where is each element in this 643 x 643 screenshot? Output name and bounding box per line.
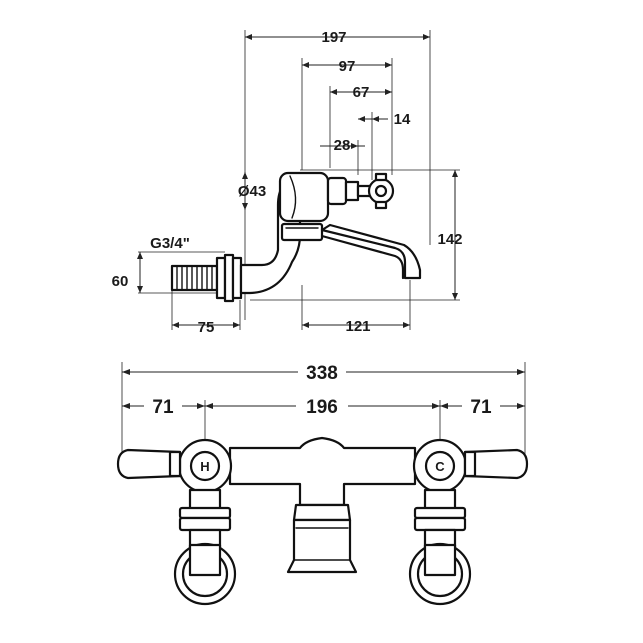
arrow <box>172 322 179 328</box>
handle-lug <box>374 172 388 182</box>
arrow <box>385 89 392 95</box>
valve-body-contour <box>289 175 297 219</box>
front-view: 338 71 196 71 H <box>116 362 529 606</box>
gland-nut <box>344 180 360 202</box>
dim-label-inlet-height: 60 <box>112 273 129 290</box>
arrow <box>242 203 248 210</box>
label-backdrop <box>462 396 500 416</box>
threaded-inlet <box>170 253 243 303</box>
spout-underside <box>320 234 405 280</box>
wall-flange <box>215 256 227 300</box>
arrow <box>330 89 337 95</box>
arrow <box>302 322 309 328</box>
dim-label-body-diameter: Ø43 <box>238 183 266 200</box>
side-view: 197 97 67 14 28 Ø43 142 G3/4" <box>112 29 463 336</box>
valve-body <box>278 171 330 223</box>
spout-nut <box>280 222 324 242</box>
arrow <box>137 252 143 259</box>
left-nut-top <box>178 506 232 520</box>
left-pipe-lower <box>188 543 222 577</box>
valve-bonnet <box>326 176 348 206</box>
dim-label-overall-depth: 197 <box>321 29 346 46</box>
arrow <box>358 116 365 122</box>
dim-label-handle-to-spout: 67 <box>353 84 370 101</box>
arrow <box>122 369 130 375</box>
handle-hub-centre <box>374 184 388 198</box>
arrow <box>197 403 205 409</box>
arrow <box>242 172 248 179</box>
right-pipe-lower <box>423 543 457 577</box>
arrow <box>372 116 379 122</box>
wall-flange <box>231 256 243 300</box>
hot-indicator: H <box>200 459 209 474</box>
arrow <box>122 403 130 409</box>
bridge-body <box>228 436 417 507</box>
dim-label-height: 142 <box>437 231 462 248</box>
cold-indicator: C <box>435 459 445 474</box>
dim-label-left-handle: 71 <box>152 397 174 418</box>
dim-label-spout-projection: 121 <box>345 318 370 335</box>
label-backdrop <box>296 396 348 416</box>
dim-label-spout-reach: 97 <box>339 58 356 75</box>
left-lever-handle <box>116 448 182 480</box>
arrow <box>302 62 309 68</box>
label-backdrop <box>298 362 346 382</box>
arrow <box>452 293 458 300</box>
arrow <box>440 403 448 409</box>
right-valve: C <box>408 438 529 606</box>
dim-label-overall-width: 338 <box>306 363 338 384</box>
left-lever-collar <box>168 450 182 478</box>
handle-lug <box>374 200 388 210</box>
arrow <box>403 322 410 328</box>
arrow <box>432 403 440 409</box>
arrow <box>233 322 240 328</box>
arrow <box>452 170 458 177</box>
arrow <box>205 403 213 409</box>
spout <box>320 223 422 280</box>
dim-label-body-offset: 28 <box>334 137 351 154</box>
arrow <box>517 369 525 375</box>
arrow <box>245 34 252 40</box>
right-nut-top <box>413 506 467 520</box>
dim-label-inlet-length: 75 <box>198 319 215 336</box>
right-lever-handle <box>463 448 529 480</box>
valve-head <box>278 171 395 223</box>
right-valve-disc <box>424 450 456 482</box>
left-valve: H <box>116 438 237 606</box>
label-backdrop <box>144 396 182 416</box>
left-valve-disc <box>189 450 221 482</box>
arrow <box>351 143 358 149</box>
arrow <box>137 286 143 293</box>
arrow <box>517 403 525 409</box>
right-lever-collar <box>463 450 477 478</box>
thread-body <box>170 264 219 292</box>
wall-flange <box>223 253 235 303</box>
dim-label-right-handle: 71 <box>470 397 492 418</box>
right-nut-bottom <box>413 516 467 532</box>
dim-label-handle-offset: 14 <box>394 111 411 128</box>
arrow <box>385 62 392 68</box>
left-nut-bottom <box>178 516 232 532</box>
arrow <box>423 34 430 40</box>
dim-label-centres: 196 <box>306 397 338 418</box>
spout-collar <box>292 503 352 522</box>
dim-label-thread: G3/4" <box>150 235 190 252</box>
